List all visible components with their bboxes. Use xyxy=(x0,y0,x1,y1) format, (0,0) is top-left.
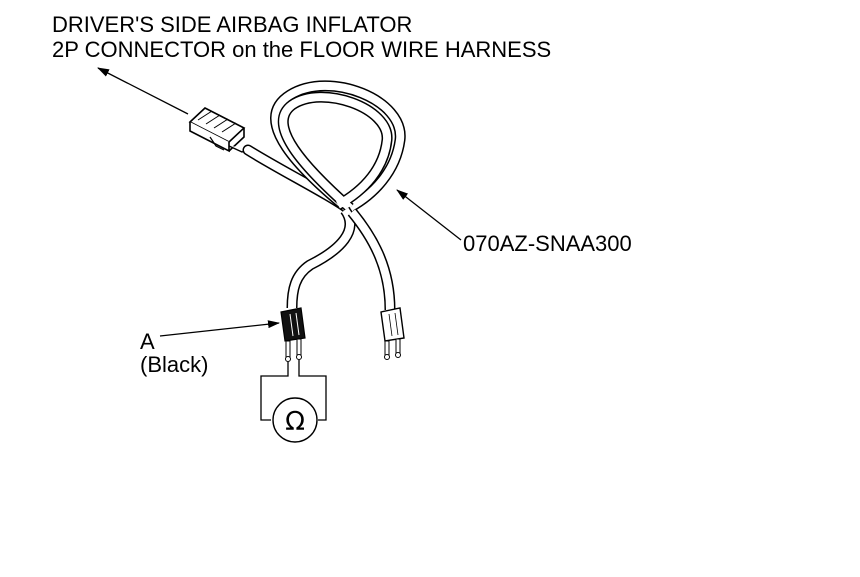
ohmmeter xyxy=(272,397,318,443)
terminal-a-label: A xyxy=(140,329,155,354)
cable-loop xyxy=(270,80,406,217)
part-number-leader-arrow xyxy=(396,189,462,241)
ohm-symbol: Ω xyxy=(285,407,305,437)
connector-leader-arrow xyxy=(97,67,189,115)
terminal-a-black xyxy=(280,307,306,362)
terminal-b xyxy=(380,307,405,360)
part-number-label: 070AZ-SNAA300 xyxy=(463,231,632,256)
terminal-a-color-label: (Black) xyxy=(140,352,209,377)
terminal-a-leader-arrow xyxy=(159,320,280,337)
connector-title-line1: DRIVER'S SIDE AIRBAG INFLATOR xyxy=(52,12,413,37)
connector-title-line2: 2P CONNECTOR on the FLOOR WIRE HARNESS xyxy=(52,37,552,62)
floor-harness-2p-connector xyxy=(188,107,253,153)
ohmmeter-circuit: Ω xyxy=(260,360,327,443)
